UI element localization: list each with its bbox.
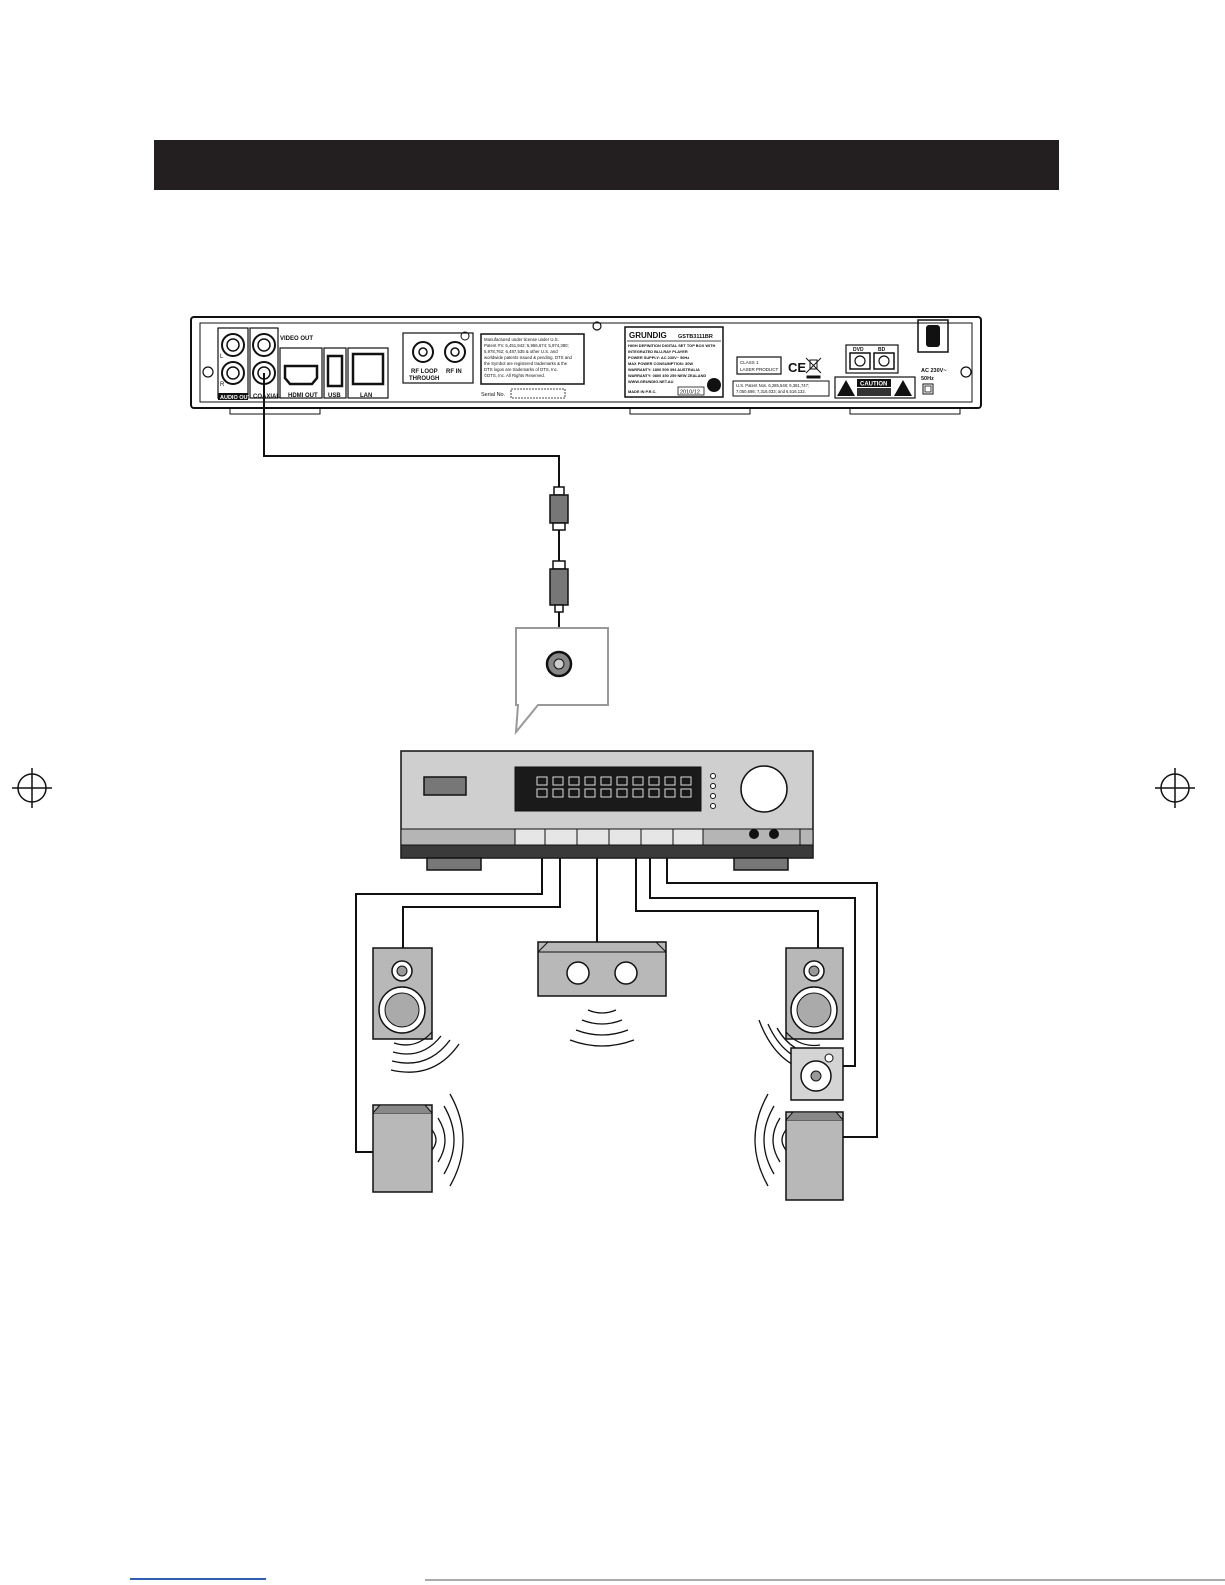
sound-waves-center <box>569 1009 635 1047</box>
front-left-speaker <box>372 947 433 1040</box>
laser-label: LASER PRODUCT <box>740 367 779 372</box>
subwoofer <box>790 1047 844 1101</box>
receiver-foot-right <box>733 857 789 871</box>
audio-out-jacks: L R AUDIO OUT <box>217 327 252 401</box>
dts-line-5: the Symbol are registered trademarks & t… <box>484 361 568 366</box>
lightning-warning-icon <box>837 380 855 396</box>
speaker-wires <box>355 858 878 1153</box>
date-label: 2010/12 <box>680 390 700 396</box>
dts-line-2: Patent #'s: 5,451,942; 5,956,674; 5,974,… <box>484 343 569 348</box>
registration-mark-right <box>1155 768 1195 808</box>
av-receiver <box>400 750 814 871</box>
lan-label: LAN <box>360 393 372 399</box>
footer-link-mark <box>130 1578 266 1580</box>
bd-label: BD <box>878 347 886 353</box>
ac-frequency-label: 50Hz <box>921 376 934 382</box>
r-label: R <box>220 382 225 388</box>
rca-plug-lower <box>549 560 569 613</box>
spec-line-7: WWW.GRUNDIG.NET.AU <box>628 379 674 384</box>
sound-waves-surround-right <box>754 1093 787 1187</box>
exclamation-warning-icon <box>894 380 912 396</box>
caution-text: CAUTION <box>860 382 887 388</box>
center-speaker <box>537 941 667 997</box>
compliance-mark-icon <box>707 378 721 392</box>
section-title-bar <box>154 140 1059 190</box>
patent-line-1: U.S. Patent Nos. 6,285,548; 6,381,747; <box>736 383 809 388</box>
dts-line-7: ©DTS, Inc. All Rights Reserved. <box>484 373 545 378</box>
rf-connectors: RF LOOP THROUGH RF IN <box>402 331 474 384</box>
headphone-jack-icon <box>749 829 759 839</box>
power-inlet: AC 230V~ 50Hz <box>917 319 949 395</box>
spec-line-2: INTEGRATED BLU-RAY PLAYER <box>628 349 688 354</box>
spec-label-box: GRUNDIG GSTB3111BR HIGH DEFINITION DIGIT… <box>624 326 724 398</box>
spec-line-5: WARRANTY: 1800 509 394 AUSTRALIA <box>628 367 700 372</box>
dts-line-6: DTS logos are trademarks of DTS, Inc. <box>484 367 558 372</box>
registration-mark-left <box>12 768 52 808</box>
front-buttons <box>514 828 704 846</box>
dvd-label: DVD <box>853 347 864 353</box>
rf-loop-label: RF LOOP <box>411 369 438 375</box>
coaxial-input-callout <box>514 627 609 736</box>
class-label: CLASS 1 <box>740 360 759 365</box>
dts-line-3: 5,978,762; 6,487,535 & other U.S. and <box>484 349 558 354</box>
lan-port: LAN <box>347 347 389 399</box>
dts-license-box: Manufactured under license under U.S. Pa… <box>480 333 585 399</box>
rca-plug-upper <box>549 486 569 531</box>
model-label: GSTB3111BR <box>678 334 713 340</box>
sound-waves-surround-left <box>431 1093 464 1187</box>
power-button <box>423 776 467 796</box>
spec-line-6: WARRANTY: 0800 450 259 NEW ZEALAND <box>628 373 706 378</box>
hdmi-out-port: HDMI OUT <box>279 347 323 399</box>
sound-waves-front-left <box>390 1031 460 1073</box>
mic-jack-icon <box>769 829 779 839</box>
video-out-label: VIDEO OUT <box>280 336 313 342</box>
caution-label: CAUTION <box>834 376 916 399</box>
surround-left-speaker <box>372 1104 433 1193</box>
rf-through-label: THROUGH <box>409 376 439 382</box>
usb-label: USB <box>328 393 341 399</box>
surround-right-speaker <box>785 1111 844 1201</box>
display-segments <box>536 776 692 798</box>
weee-bin-icon <box>805 357 822 379</box>
receiver-foot-left <box>426 857 482 871</box>
serial-label: Serial No. <box>481 392 506 398</box>
coaxial-cable <box>263 373 560 660</box>
spec-line-3: POWER SUPPLY: AC 230V~ 50Hz <box>628 355 689 360</box>
coaxial-label: COAXIAL <box>253 394 280 400</box>
brand-label: GRUNDIG <box>629 331 667 340</box>
rf-in-label: RF IN <box>446 369 462 375</box>
spec-line-1: HIGH DEFINITION DIGITAL SET TOP BOX WITH <box>628 343 715 348</box>
audio-out-label: AUDIO OUT <box>220 395 252 401</box>
spec-line-8: MADE IN P.R.C. <box>628 389 656 394</box>
region-switches: DVD BD <box>845 344 899 374</box>
ce-mark-icon: CE <box>788 360 806 375</box>
player-rear-panel: L R AUDIO OUT VIDEO OUT COAXIAL HDMI OUT… <box>190 316 982 415</box>
ac-voltage-label: AC 230V~ <box>921 368 947 374</box>
hdmi-out-label: HDMI OUT <box>288 393 318 399</box>
dts-line-4: worldwide patents issued & pending. DTS … <box>484 355 573 360</box>
class-ce-labels: CLASS 1 LASER PRODUCT CE U.S. Patent Nos… <box>732 356 830 397</box>
spec-line-4: MAX POWER CONSUMPTION: 30W <box>628 361 693 366</box>
l-label: L <box>220 354 224 360</box>
volume-knob-icon <box>740 765 788 813</box>
usb-port: USB <box>323 347 347 399</box>
indicator-leds <box>710 773 716 809</box>
dts-line-1: Manufactured under license under U.S. <box>484 337 559 342</box>
patent-line-2: 7,050,698; 7,316,033; and 6,516,132. <box>736 389 806 394</box>
front-right-speaker <box>785 947 844 1040</box>
